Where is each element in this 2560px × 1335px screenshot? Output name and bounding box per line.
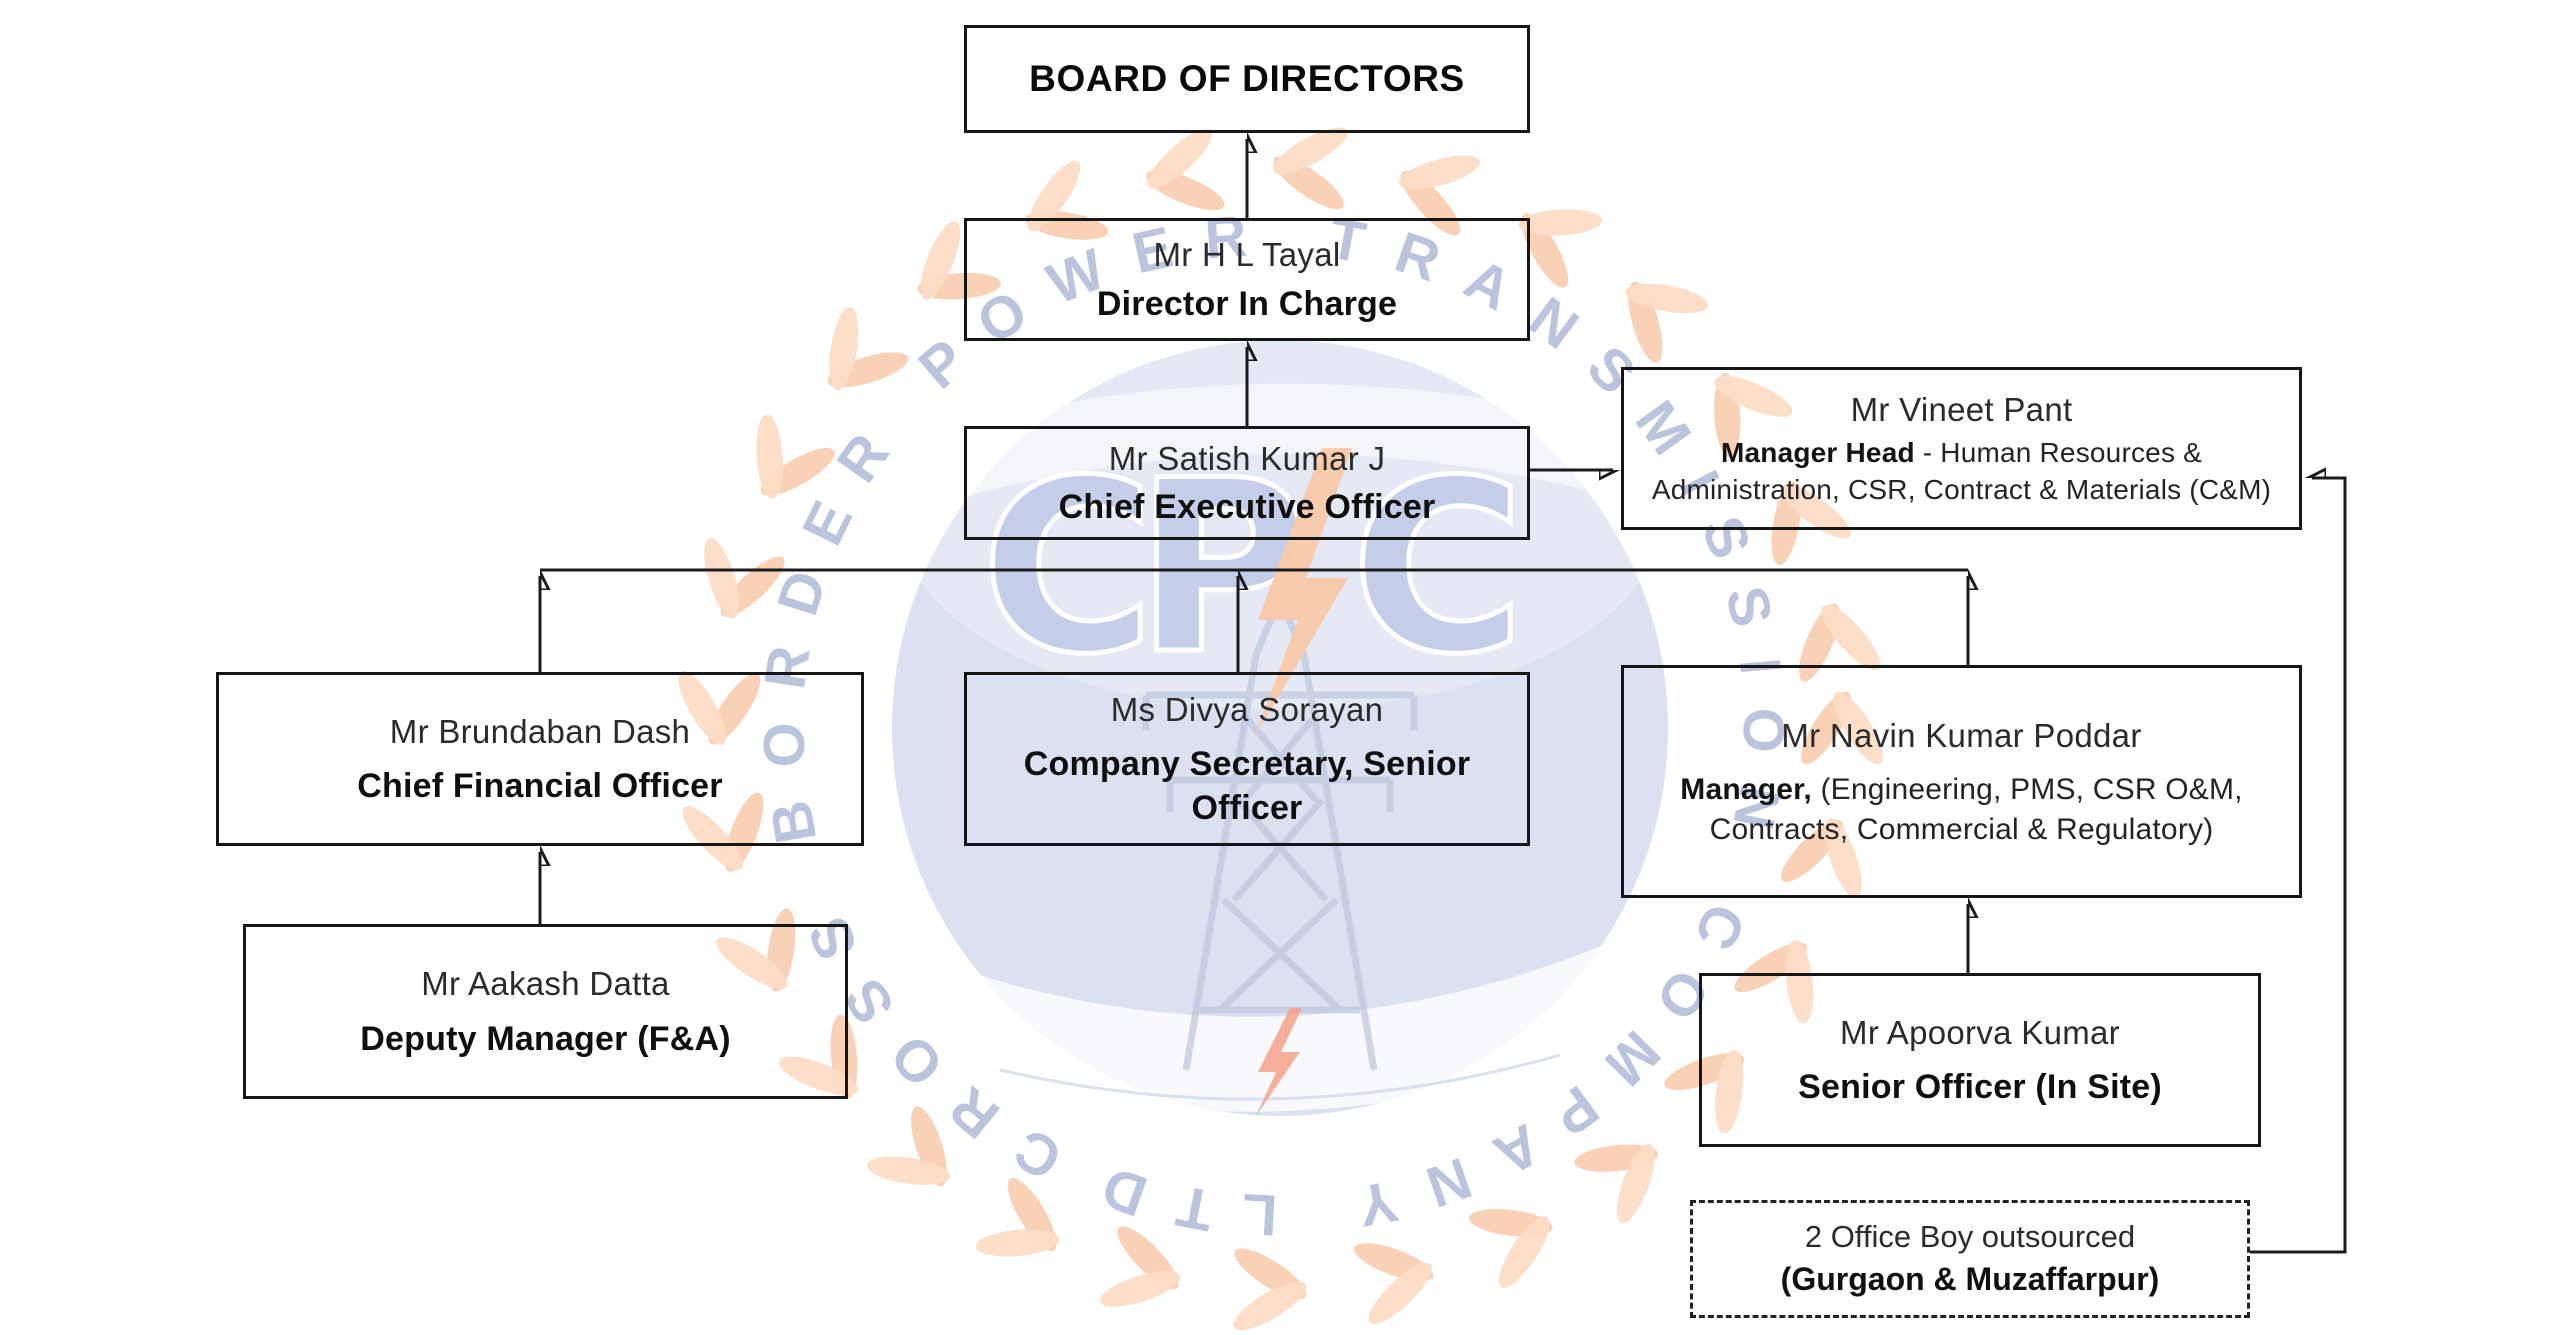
person-title-bold: Manager, — [1680, 773, 1812, 807]
person-name: Mr Aakash Datta — [421, 965, 670, 1003]
node-company-secretary: Ms Divya Sorayan Company Secretary, Seni… — [964, 672, 1530, 846]
person-name: Mr Satish Kumar J — [1108, 439, 1386, 477]
person-title: Company Secretary, Senior Officer — [1023, 745, 1471, 828]
swoosh-upper — [860, 383, 1700, 515]
small-lightning-bolt — [1256, 1008, 1302, 1116]
person-title: Director In Charge — [1096, 284, 1398, 323]
person-title: Senior Officer (In Site) — [1798, 1068, 2162, 1107]
laurel-wreath — [678, 127, 1883, 1331]
edge-office-boys-to-hr-head — [2250, 478, 2347, 1254]
person-name: Mr H L Tayal — [1153, 236, 1341, 274]
node-office-boys-outsourced: 2 Office Boy outsourced (Gurgaon & Muzaf… — [1690, 1200, 2250, 1318]
node-board-of-directors: BOARD OF DIRECTORS — [964, 25, 1530, 133]
person-name: Mr Vineet Pant — [1850, 391, 2073, 429]
person-name: Mr Brundaban Dash — [389, 712, 691, 750]
person-title: Manager, (Engineering, PMS, CSR O&M, Con… — [1624, 770, 2299, 849]
swoosh-lower-edge — [999, 1053, 1561, 1101]
person-name: Mr Apoorva Kumar — [1840, 1013, 2120, 1051]
node-manager-head-hr: Mr Vineet Pant Manager Head - Human Reso… — [1621, 367, 2302, 530]
person-title: Chief Financial Officer — [357, 767, 723, 806]
person-title-bold: Manager Head — [1720, 436, 1915, 468]
person-title: Manager Head - Human Resources & Adminis… — [1624, 435, 2299, 509]
person-name: Mr Navin Kumar Poddar — [1781, 716, 2142, 754]
node-director-in-charge: Mr H L Tayal Director In Charge — [964, 218, 1530, 341]
person-title-rest: (Engineering, PMS, CSR O&M, Contracts, C… — [1709, 773, 2243, 846]
office-boys-line2: (Gurgaon & Muzaffarpur) — [1780, 1261, 2160, 1298]
node-title: BOARD OF DIRECTORS — [1029, 58, 1465, 99]
person-name: Ms Divya Sorayan — [1110, 690, 1384, 728]
office-boys-line1: 2 Office Boy outsourced — [1804, 1219, 2136, 1255]
node-manager-engineering: Mr Navin Kumar Poddar Manager, (Engineer… — [1621, 665, 2302, 898]
person-title: Chief Executive Officer — [1058, 488, 1436, 527]
person-title: Deputy Manager (F&A) — [360, 1019, 731, 1058]
person-title-rest: - Human Resources & Administration, CSR,… — [1651, 436, 2272, 505]
node-chief-executive-officer: Mr Satish Kumar J Chief Executive Office… — [964, 426, 1530, 540]
logo-lightning-bolt — [1254, 448, 1352, 738]
node-senior-officer-in-site: Mr Apoorva Kumar Senior Officer (In Site… — [1699, 973, 2261, 1147]
logo-disc — [892, 340, 1668, 1116]
node-chief-financial-officer: Mr Brundaban Dash Chief Financial Office… — [216, 672, 864, 846]
node-deputy-manager-fa: Mr Aakash Datta Deputy Manager (F&A) — [243, 924, 848, 1099]
